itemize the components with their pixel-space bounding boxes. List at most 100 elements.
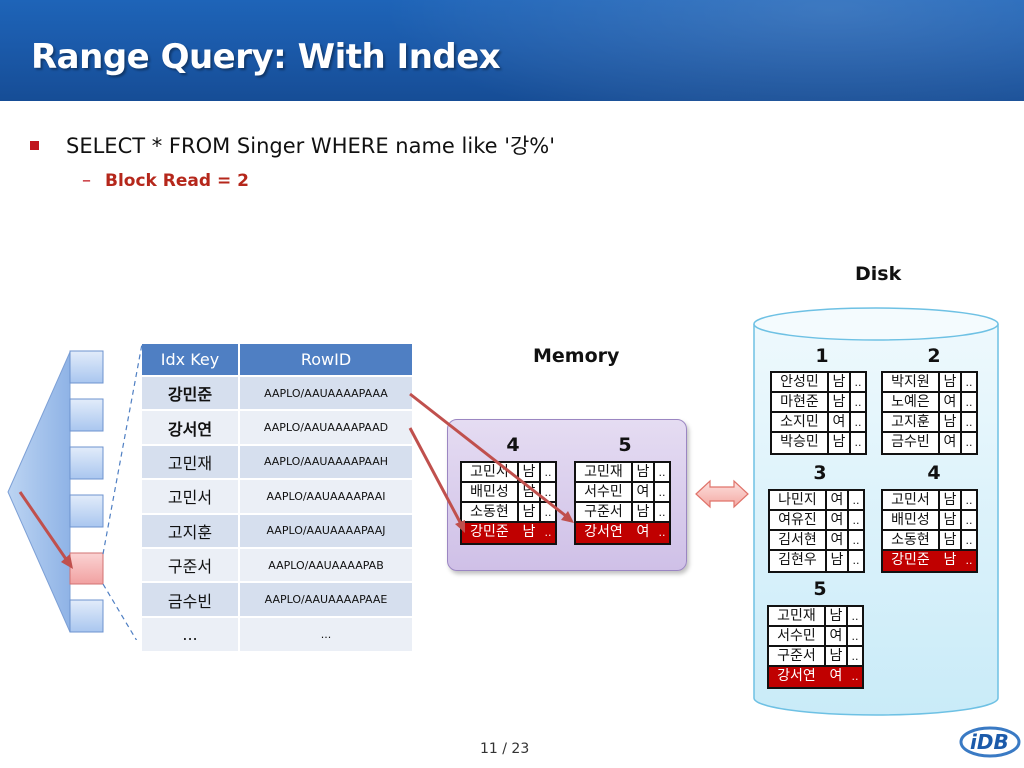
idx-key-cell: 강서연 xyxy=(142,409,240,445)
record-cell: 안성민 xyxy=(772,373,829,393)
record-cell: 남 xyxy=(633,503,655,523)
record-cell: .. xyxy=(655,463,669,483)
record-cell: 여 xyxy=(940,433,962,453)
disk-block-number: 1 xyxy=(815,345,829,367)
record-cell: 마현준 xyxy=(772,393,829,413)
record-cell: .. xyxy=(848,627,862,647)
record-cell: 남 xyxy=(940,491,962,511)
highlighted-record-cell: 남 xyxy=(519,523,541,543)
leaf-to-table-bottom-line xyxy=(102,583,138,640)
record-cell: 여 xyxy=(633,483,655,503)
record-cell: 서수민 xyxy=(769,627,826,647)
idx-key-cell: 고지훈 xyxy=(142,512,240,548)
record-cell: 남 xyxy=(826,647,848,667)
record-cell: .. xyxy=(851,373,865,393)
record-cell: 서수민 xyxy=(576,483,633,503)
highlighted-record-cell: .. xyxy=(848,667,862,687)
record-cell: .. xyxy=(962,413,976,433)
highlighted-record-cell: 강서연 xyxy=(576,523,633,543)
record-cell: 여 xyxy=(940,393,962,413)
bullet-square-icon xyxy=(30,140,39,150)
index-tree-triangle xyxy=(7,351,71,633)
highlighted-record-cell: 여 xyxy=(826,667,848,687)
record-cell: 고민서 xyxy=(883,491,940,511)
record-cell: 남 xyxy=(940,531,962,551)
record-cell: 배민성 xyxy=(883,511,940,531)
record-cell: 남 xyxy=(940,511,962,531)
tree-search-arrow-line xyxy=(18,491,70,563)
page-number: 11 / 23 xyxy=(480,741,530,757)
record-cell: 금수빈 xyxy=(883,433,940,453)
record-cell: 고지훈 xyxy=(883,413,940,433)
leaf-node xyxy=(69,446,104,480)
record-cell: 남 xyxy=(829,433,851,453)
record-cell: 남 xyxy=(827,551,849,571)
record-cell: .. xyxy=(849,531,863,551)
idx-key-cell: 강민준 xyxy=(142,374,240,411)
dash-icon: – xyxy=(82,170,91,191)
record-cell: 남 xyxy=(940,413,962,433)
slide-header: Range Query: With Index xyxy=(0,0,1024,101)
record-cell: 구준서 xyxy=(576,503,633,523)
record-cell: .. xyxy=(541,483,555,503)
record-cell: .. xyxy=(541,503,555,523)
record-cell: .. xyxy=(655,503,669,523)
transfer-double-arrow-icon xyxy=(695,479,749,509)
rowid-cell: AAPLO/AAUAAAAPAAE xyxy=(239,581,414,617)
index-table-header-row: Idx Key RowID xyxy=(142,344,414,376)
record-cell: 소동현 xyxy=(462,503,519,523)
record-cell: .. xyxy=(962,511,976,531)
record-cell: .. xyxy=(849,491,863,511)
leaf-node xyxy=(69,494,104,528)
record-cell: 소지민 xyxy=(772,413,829,433)
record-cell: 구준서 xyxy=(769,647,826,667)
record-cell: 남 xyxy=(633,463,655,483)
record-cell: .. xyxy=(848,607,862,627)
record-cell: 남 xyxy=(940,373,962,393)
slide-title: Range Query: With Index xyxy=(31,37,501,77)
record-cell: 남 xyxy=(519,463,541,483)
disk-block-number: 4 xyxy=(927,462,941,484)
record-cell: 배민성 xyxy=(462,483,519,503)
rowid-cell: AAPLO/AAUAAAAPAAA xyxy=(239,374,414,411)
disk-label: Disk xyxy=(855,263,902,285)
index-tree-diagram xyxy=(7,343,142,640)
idx-key-cell: 고민재 xyxy=(142,443,240,480)
record-cell: 여유진 xyxy=(770,511,827,531)
record-cell: 남 xyxy=(519,503,541,523)
idx-key-cell: 고민서 xyxy=(142,478,240,514)
record-cell: 여 xyxy=(827,531,849,551)
record-cell: 남 xyxy=(519,483,541,503)
record-cell: .. xyxy=(849,511,863,531)
highlighted-record-cell: .. xyxy=(541,523,555,543)
bullet-block-read: – Block Read = 2 xyxy=(82,170,249,191)
idx-key-cell: ... xyxy=(142,615,240,652)
header-decoration xyxy=(380,0,1024,101)
record-cell: 김현우 xyxy=(770,551,827,571)
record-cell: 박승민 xyxy=(772,433,829,453)
header-rowid: RowID xyxy=(239,344,414,376)
rowid-cell: AAPLO/AAUAAAAPAAJ xyxy=(239,512,414,548)
rowid-cell: AAPLO/AAUAAAAPAB xyxy=(239,546,414,583)
record-cell: 여 xyxy=(827,511,849,531)
idx-key-cell: 구준서 xyxy=(142,546,240,583)
memory-label: Memory xyxy=(533,345,620,367)
record-cell: .. xyxy=(962,531,976,551)
record-cell: .. xyxy=(541,463,555,483)
record-cell: 여 xyxy=(829,413,851,433)
memory-block-number: 4 xyxy=(506,434,520,456)
record-cell: .. xyxy=(962,373,976,393)
record-cell: 남 xyxy=(826,607,848,627)
leaf-node xyxy=(69,350,104,384)
